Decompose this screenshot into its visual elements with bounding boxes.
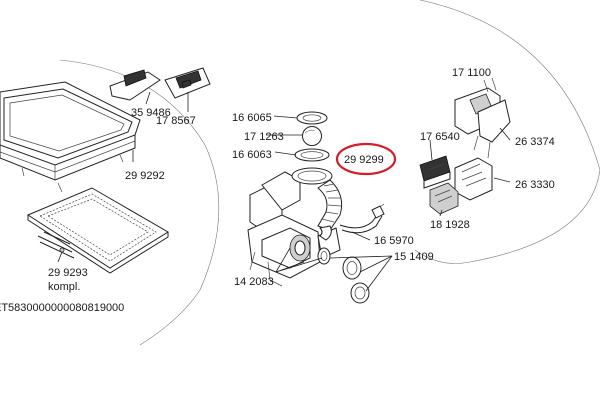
label-166065: 16 6065 bbox=[232, 112, 272, 124]
float-ball bbox=[302, 126, 322, 146]
label-176540: 17 6540 bbox=[420, 131, 460, 143]
label-299292: 29 9292 bbox=[125, 170, 165, 182]
label-299299: 29 9299 bbox=[344, 154, 384, 166]
label-partial-top: 17 1100 bbox=[452, 67, 491, 79]
label-171263: 17 1263 bbox=[244, 131, 284, 143]
highlight-circle bbox=[335, 142, 397, 176]
pump-seal-rings bbox=[317, 247, 370, 304]
top-right-assembly-part bbox=[454, 77, 511, 159]
footer-code: ET5830000000080819000 bbox=[0, 302, 124, 314]
label-359486: 35 9486 bbox=[131, 107, 171, 119]
label-166063: 16 6063 bbox=[232, 149, 272, 161]
label-299293-note: kompl. bbox=[48, 281, 80, 293]
label-178567: 17 8567 bbox=[156, 115, 196, 127]
label-142083: 14 2083 bbox=[234, 276, 274, 288]
valve-assembly-part bbox=[429, 157, 493, 215]
detail-circle-right bbox=[414, 0, 600, 264]
drain-hose-part bbox=[291, 167, 385, 241]
label-181928: 18 1928 bbox=[430, 219, 470, 231]
latch-parts bbox=[109, 67, 211, 101]
seal-ring-upper bbox=[296, 111, 328, 125]
label-263330: 26 3330 bbox=[515, 179, 555, 191]
sensor-block-part bbox=[419, 155, 451, 189]
label-165970: 16 5970 bbox=[374, 235, 414, 247]
leader-lines bbox=[57, 91, 511, 292]
label-263374: 26 3374 bbox=[515, 136, 555, 148]
seal-ring-lower bbox=[294, 148, 330, 162]
lid-frame-part bbox=[0, 81, 141, 193]
label-299293: 29 9293 bbox=[48, 267, 88, 279]
filter-panel-part bbox=[26, 187, 169, 274]
label-151409: 15 1409 bbox=[394, 251, 434, 263]
